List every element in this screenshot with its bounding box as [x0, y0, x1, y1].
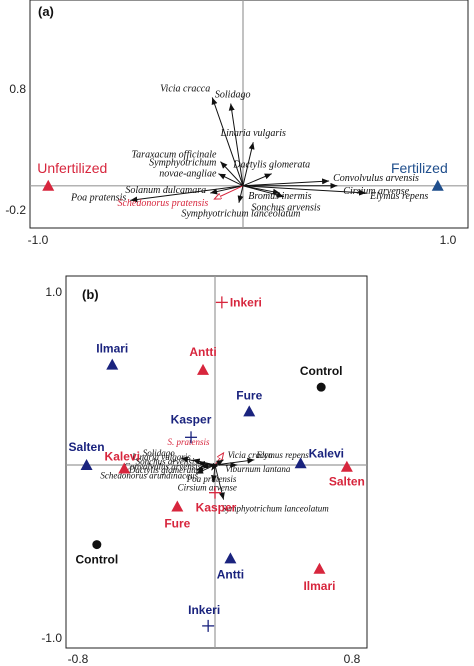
panel-a-x-tick-label: 1.0 [440, 233, 457, 247]
panel-a-label: (a) [38, 4, 54, 19]
panel-b-y-tick-label: 1.0 [45, 285, 62, 299]
site-marker-control [316, 382, 326, 392]
species-arrow-schedonorus-pratensis [214, 185, 244, 199]
species-label-vicia-cracca: Vicia cracca [160, 83, 210, 94]
site-marker-fure [171, 500, 184, 512]
panel-a-y-tick-label: 0.8 [9, 82, 26, 96]
species-label-symphyotrichum-lanceolatum: Symphyotrichum lanceolatum [181, 209, 300, 220]
species-label-dactylis-glomerata: Dactylis glomerata [128, 465, 199, 475]
species-arrow-cirsium-arvense [210, 464, 217, 483]
site-marker-inkeri [202, 619, 215, 632]
panel-a-x-tick-label: -1.0 [28, 233, 49, 247]
species-label-solanum-dulcamara: Solanum dulcamara [125, 185, 206, 196]
species-label-solidago: Solidago [143, 448, 176, 458]
species-arrow-solanum-dulcamara [210, 185, 244, 195]
species-label-sonchus-arvensis: Sonchus arvensis [136, 456, 199, 466]
site-label-salten: Salten [329, 475, 365, 489]
site-label-kasper: Kasper [171, 412, 212, 426]
site-label-antti: Antti [217, 567, 244, 581]
species-label-elymus-repens: Elymus repens [255, 450, 309, 460]
species-arrow-s-pratensis [214, 453, 224, 466]
site-marker-fure [243, 405, 256, 417]
treatment-marker-fertilized [431, 179, 444, 191]
species-label-convolvulus-arvensis: Convolvulus arvensis [333, 173, 419, 184]
species-arrow-taraxacum-officinale [220, 161, 244, 187]
species-arrow-sonchus-arvensis [242, 185, 285, 198]
species-arrow-linaria-vulgaris [242, 142, 255, 186]
site-marker-antti [197, 363, 210, 375]
species-label-schedonorus-pratensis: Schedonorus pratensis [117, 198, 208, 209]
site-marker-kasper [185, 431, 198, 444]
species-label-taraxacum-officinale: Taraxacum officinale [132, 150, 217, 161]
species-arrow-poa-pratensis [211, 462, 218, 471]
species-arrow-symphyotrichum-lanceolatum [214, 464, 225, 500]
site-label-kasper: Kasper [196, 501, 237, 515]
species-arrow-symphyotrichum-novae-angliae [218, 173, 244, 187]
species-label-viburnum-lantana: Viburnum lantana [225, 464, 291, 474]
treatment-label-fertilized: Fertilized [391, 160, 448, 176]
site-label-antti: Antti [189, 345, 216, 359]
site-marker-ilmari [313, 562, 326, 574]
site-marker-salten [80, 459, 93, 470]
treatment-marker-unfertilized [42, 179, 55, 191]
site-label-control: Control [300, 364, 343, 378]
site-marker-ilmari [106, 358, 119, 370]
species-label-bromus-inermis: Bromus inermis [248, 191, 311, 202]
site-label-inkeri: Inkeri [188, 603, 220, 617]
panel-b-x-tick-label: 0.8 [344, 652, 361, 666]
site-label-kalevi: Kalevi [309, 446, 344, 460]
species-arrow-symphyotrichum-lanceolatum [237, 185, 244, 203]
species-label-poa-pratensis: Poa pratensis [70, 192, 126, 203]
species-label-elymus-repens: Elymus repens [369, 191, 428, 202]
site-marker-salten [340, 460, 353, 472]
species-arrow-poa-pratensis [130, 185, 244, 203]
species-arrow-elymus-repens [242, 185, 367, 196]
species-label-cirsium-arvense: Cirsium arvense [178, 482, 237, 492]
species-label-vicia-cracca: Vicia cracca [228, 450, 274, 460]
species-label-convolvulus-arvensis: Convolvulus arvensis [124, 462, 202, 472]
species-label-dactylis-glomerata: Dactylis glomerata [232, 160, 310, 171]
species-label-linaria-vulgaris: Linaria vulgaris [131, 452, 191, 462]
species-arrow-vicia-cracca [211, 97, 244, 186]
site-marker-kalevi [118, 462, 131, 474]
species-label-schedonorus-arundinaceus: Schedonorus arundinaceus [100, 471, 198, 481]
species-label-poa-pratensis: Poa pratensis [186, 474, 237, 484]
site-label-ilmari: Ilmari [303, 579, 335, 593]
species-label-s-pratensis: S. pratensis [168, 437, 211, 447]
site-label-inkeri: Inkeri [230, 295, 262, 309]
treatment-label-unfertilized: Unfertilized [37, 160, 107, 176]
species-label-linaria-vulgaris: Linaria vulgaris [220, 128, 286, 139]
species-arrow-solidago [228, 103, 244, 186]
site-marker-antti [224, 552, 237, 564]
species-arrow-convolvulus-arvensis [242, 178, 330, 187]
panel-b-frame [65, 275, 368, 649]
species-label-cirsium-arvense: Cirsium arvense [343, 186, 409, 197]
species-label-sonchus-arvensis: Sonchus arvensis [251, 203, 320, 214]
species-label-symphyotrichum-lanceolatum: Symphyotrichum lanceolatum [222, 504, 330, 514]
site-marker-kasper [209, 486, 221, 499]
site-label-control: Control [76, 553, 119, 567]
panel-b-y-tick-label: -1.0 [41, 631, 62, 645]
site-marker-kalevi [294, 457, 307, 469]
site-label-fure: Fure [164, 517, 190, 531]
panel-a-frame [29, 0, 469, 229]
panel-a-y-tick-label: -0.2 [5, 203, 26, 217]
site-marker-control [92, 540, 102, 550]
panel-b-x-tick-label: -0.8 [68, 652, 89, 666]
site-label-fure: Fure [236, 388, 262, 402]
site-label-salten: Salten [69, 440, 105, 454]
panel-b-label: (b) [82, 287, 99, 302]
species-arrow-dactylis-glomerata [242, 173, 272, 187]
species-label-solidago: Solidago [215, 90, 251, 101]
site-label-kalevi: Kalevi [105, 449, 140, 463]
site-marker-inkeri [215, 296, 228, 309]
site-label-ilmari: Ilmari [96, 342, 128, 356]
